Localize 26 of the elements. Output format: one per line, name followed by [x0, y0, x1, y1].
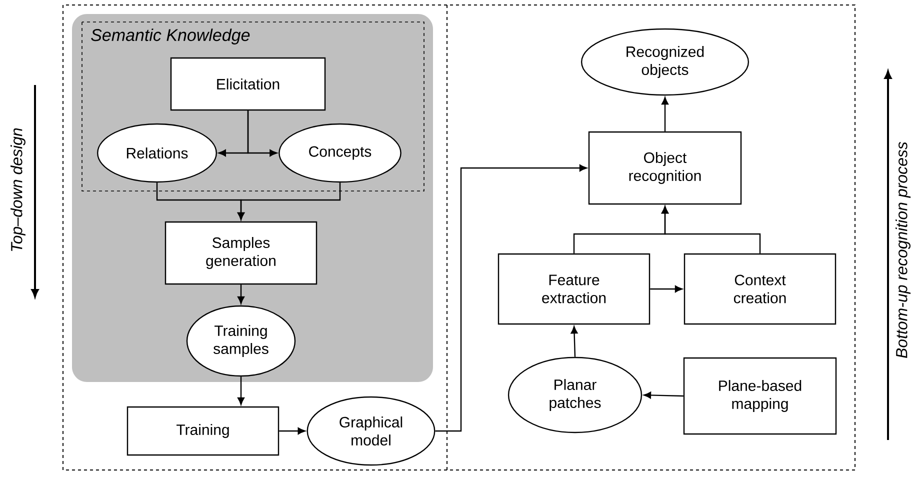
side-label: Top–down design: [10, 128, 26, 251]
ellipse-node: Planar patches: [508, 356, 642, 434]
arrow: [247, 110, 278, 156]
ellipse-node: Recognized objects: [580, 28, 750, 96]
process-box: Training: [126, 406, 280, 456]
arrow: [238, 182, 341, 220]
process-box: Samples generation: [164, 221, 318, 285]
arrow: [644, 392, 684, 399]
process-box: Feature extraction: [498, 253, 650, 325]
arrow: [238, 376, 244, 405]
ellipse-node: Relations: [97, 123, 217, 183]
ellipse-node: Graphical model: [306, 396, 436, 466]
arrow: [570, 326, 578, 357]
side-label: Bottom-up recognition process: [896, 142, 910, 358]
arrow: [662, 206, 761, 254]
process-box: Object recognition: [588, 131, 742, 205]
arrow: [650, 286, 682, 292]
process-box: Elicitation: [170, 57, 326, 111]
process-box: Context creation: [684, 253, 836, 325]
arrow: [238, 284, 244, 304]
arrow: [279, 428, 306, 434]
arrow: [435, 164, 587, 432]
arrow: [662, 97, 668, 132]
ellipse-node: Training samples: [186, 305, 296, 377]
ellipse-node: Concepts: [278, 123, 402, 183]
process-box: Plane-based mapping: [683, 357, 837, 435]
